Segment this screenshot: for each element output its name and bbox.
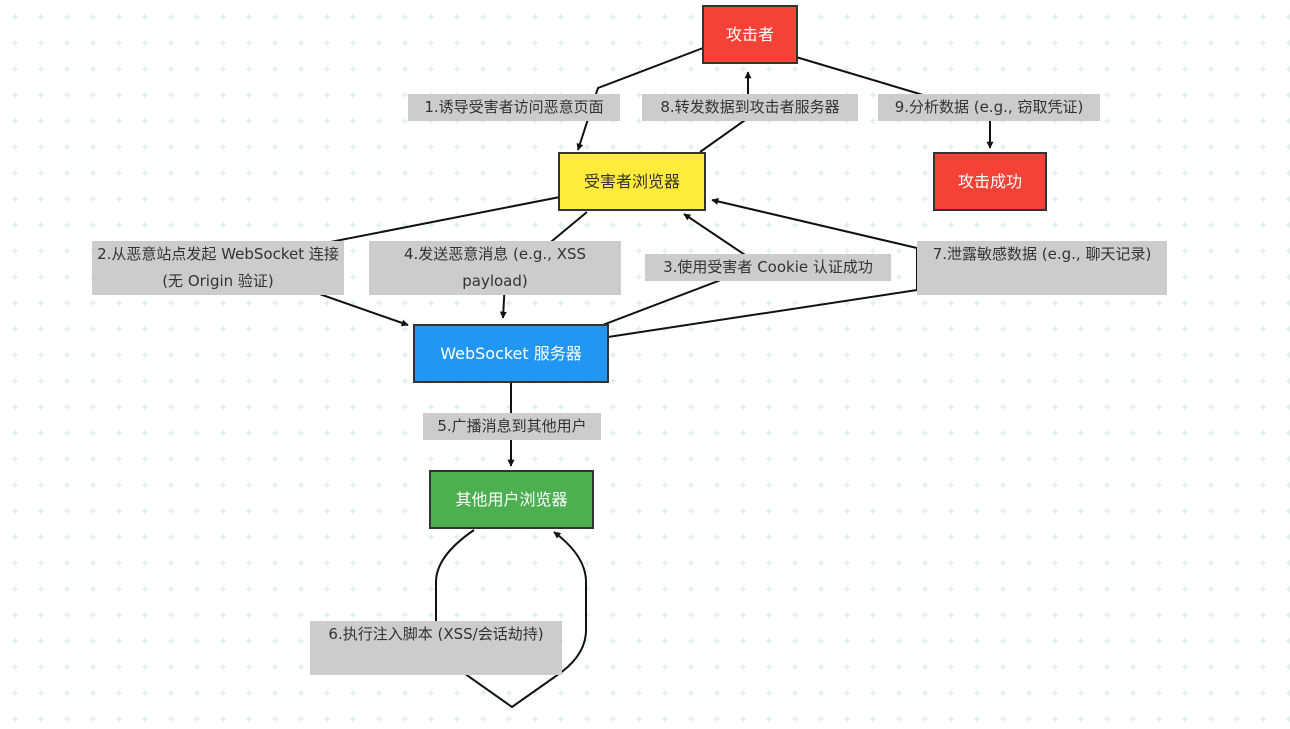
edge-label-9: 9.分析数据 (e.g., 窃取凭证) xyxy=(878,94,1100,121)
edge-label-1: 1.诱导受害者访问恶意页面 xyxy=(408,94,620,121)
websocket-server-node[interactable]: WebSocket 服务器 xyxy=(413,324,609,383)
edge-label-7: 7.泄露敏感数据 (e.g., 聊天记录) xyxy=(917,241,1167,295)
victim-browser-node[interactable]: 受害者浏览器 xyxy=(558,152,706,211)
edge-label-6: 6.执行注入脚本 (XSS/会话劫持) xyxy=(310,621,562,675)
attack-success-node[interactable]: 攻击成功 xyxy=(933,152,1047,211)
edge-label-8: 8.转发数据到攻击者服务器 xyxy=(642,94,858,121)
edge-label-4: 4.发送恶意消息 (e.g., XSS payload) xyxy=(369,241,621,295)
edge-1-line xyxy=(576,47,704,151)
edge-label-3: 3.使用受害者 Cookie 认证成功 xyxy=(645,254,891,281)
edge-label-2: 2.从恶意站点发起 WebSocket 连接 (无 Origin 验证) xyxy=(92,241,344,295)
edge-6-line xyxy=(435,529,587,709)
edge-label-5: 5.广播消息到其他用户 xyxy=(423,413,601,440)
other-user-browser-node[interactable]: 其他用户浏览器 xyxy=(429,470,594,529)
attacker-node[interactable]: 攻击者 xyxy=(702,5,798,64)
